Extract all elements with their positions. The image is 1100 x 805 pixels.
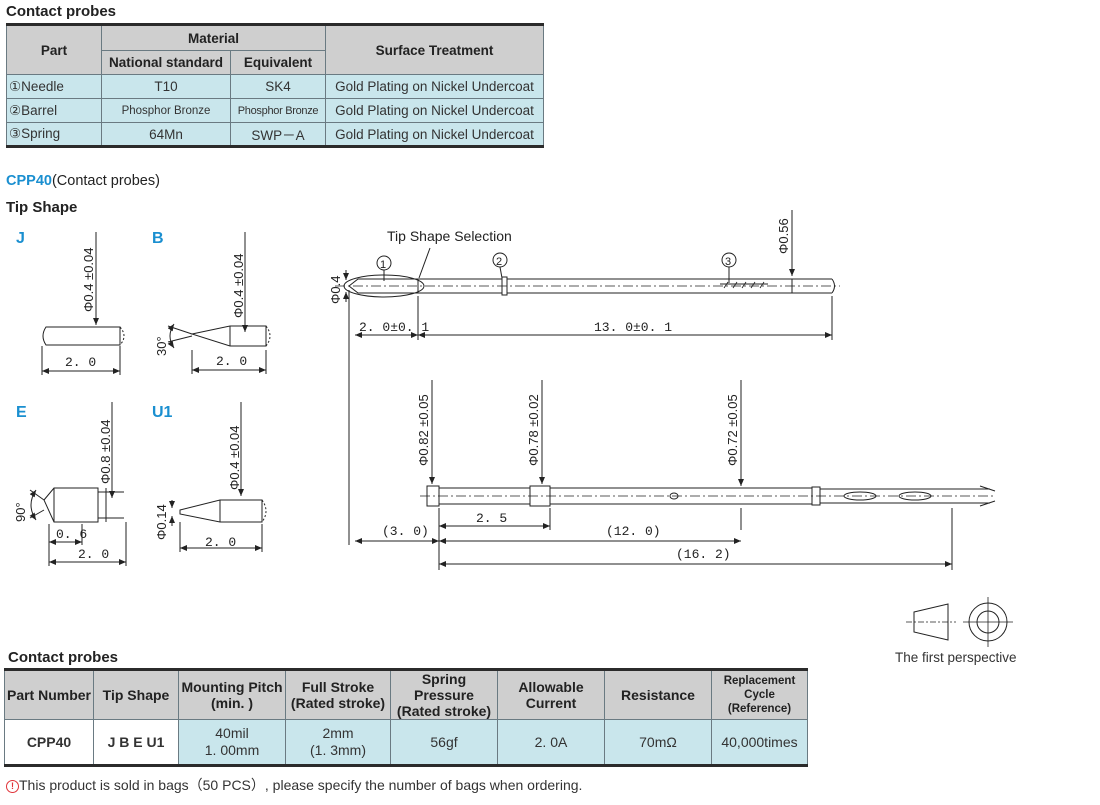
header-national-standard: National standard (101, 50, 231, 75)
probe-upper-drawing (335, 210, 840, 545)
tip-e-drawing (29, 402, 127, 566)
row-treatment: Gold Plating on Nickel Undercoat (325, 122, 544, 148)
row-part: ③Spring (6, 122, 102, 148)
first-perspective-icon (906, 597, 1013, 647)
tip-e-sub: 0. 6 (56, 527, 87, 542)
header-full-stroke: Full Stroke(Rated stroke) (285, 668, 391, 720)
tip-e-len: 2. 0 (78, 547, 109, 562)
tip-j-label: J (16, 230, 25, 247)
phi-082-label: Φ0.82 ±0.05 (416, 394, 431, 466)
technical-drawing: J Φ0.4 ±0.04 2. 0 B Φ0.4 ±0.04 30° 2. 0 (13, 210, 1013, 647)
header-part-number: Part Number (4, 668, 94, 720)
tip-u1-len: 2. 0 (205, 535, 236, 550)
row-national: Phosphor Bronze (101, 98, 231, 123)
dim-20-label: 2. 0±0. 1 (359, 320, 429, 335)
cell-tip-shape: J B E U1 (93, 719, 179, 767)
product-code: CPP40 (6, 173, 52, 189)
phi-056-label: Φ0.56 (776, 218, 791, 254)
footer-note: !This product is sold in bags（50 PCS）, p… (6, 775, 582, 795)
row-national: 64Mn (101, 122, 231, 148)
specs-table: Part Number Tip Shape Mounting Pitch(min… (4, 668, 808, 767)
tip-b-drawing (167, 232, 271, 374)
header-tip-shape: Tip Shape (93, 668, 179, 720)
tip-u1-label: U1 (152, 404, 173, 421)
header-spring-pressure: Spring Pressure(Rated stroke) (390, 668, 498, 720)
tip-b-angle: 30° (154, 336, 169, 356)
dim-30-label: (3. 0) (382, 524, 429, 539)
dim-162-label: (16. 2) (676, 547, 731, 562)
probe-lower-drawing (355, 380, 996, 570)
tip-j-drawing (41, 232, 125, 375)
tip-e-label: E (16, 404, 27, 421)
header-resistance: Resistance (604, 668, 712, 720)
table-row: ①Needle T10 SK4 Gold Plating on Nickel U… (6, 74, 544, 99)
product-subtitle: (Contact probes) (51, 173, 160, 189)
tip-e-angle: 90° (13, 502, 28, 522)
header-equivalent: Equivalent (230, 50, 326, 75)
table-row: ③Spring 64Mn SWP－A Gold Plating on Nicke… (6, 122, 544, 148)
header-mounting-pitch: Mounting Pitch(min. ) (178, 668, 286, 720)
row-equivalent: SWP－A (230, 122, 326, 148)
row-treatment: Gold Plating on Nickel Undercoat (325, 74, 544, 99)
header-surface-treatment: Surface Treatment (325, 23, 544, 75)
callout-3: 3 (725, 256, 731, 268)
row-equivalent: Phosphor Bronze (230, 98, 326, 123)
tip-u1-tipdia: Φ0.14 (154, 504, 169, 540)
tip-selection-label: Tip Shape Selection (387, 228, 512, 244)
dim-120-label: (12. 0) (606, 524, 661, 539)
cell-replacement: 40,000times (711, 719, 808, 767)
tip-u1-dia: Φ0.4 ±0.04 (227, 426, 242, 491)
tip-e-dia: Φ0.8 ±0.04 (98, 420, 113, 485)
footer-note-text: This product is sold in bags（50 PCS）, pl… (19, 777, 583, 793)
perspective-label: The first perspective (895, 650, 1017, 665)
phi-078-label: Φ0.78 ±0.02 (526, 394, 541, 466)
cell-full-stroke: 2mm(1. 3mm) (285, 719, 391, 767)
dim-25-label: 2. 5 (476, 511, 507, 526)
tip-j-len: 2. 0 (65, 355, 96, 370)
tip-b-len: 2. 0 (216, 354, 247, 369)
tip-b-dia: Φ0.4 ±0.04 (231, 254, 246, 319)
row-part: ②Barrel (6, 98, 102, 123)
cell-part-number: CPP40 (4, 719, 94, 767)
materials-table: Part Material Surface Treatment National… (6, 23, 544, 148)
table-row: ②Barrel Phosphor Bronze Phosphor Bronze … (6, 98, 544, 123)
phi-04-label: Φ0.4 (328, 276, 343, 304)
row-national: T10 (101, 74, 231, 99)
header-part: Part (6, 23, 102, 75)
row-treatment: Gold Plating on Nickel Undercoat (325, 98, 544, 123)
tip-b-label: B (152, 230, 164, 247)
callout-1: 1 (380, 259, 386, 271)
phi-072-label: Φ0.72 ±0.05 (725, 394, 740, 466)
tip-j-dia: Φ0.4 ±0.04 (81, 248, 96, 313)
tip-u1-drawing (169, 402, 267, 552)
cell-spring-pressure: 56gf (390, 719, 498, 767)
top-table-title: Contact probes (6, 3, 117, 20)
product-heading: CPP40(Contact probes) (6, 173, 160, 189)
warning-icon: ! (6, 780, 19, 793)
row-equivalent: SK4 (230, 74, 326, 99)
bottom-table-title: Contact probes (8, 649, 119, 666)
cell-resistance: 70mΩ (604, 719, 712, 767)
header-material: Material (101, 23, 326, 51)
cell-allowable-current: 2. 0A (497, 719, 605, 767)
tip-shape-title: Tip Shape (6, 199, 78, 216)
callout-2: 2 (496, 256, 502, 268)
dim-130-label: 13. 0±0. 1 (594, 320, 672, 335)
